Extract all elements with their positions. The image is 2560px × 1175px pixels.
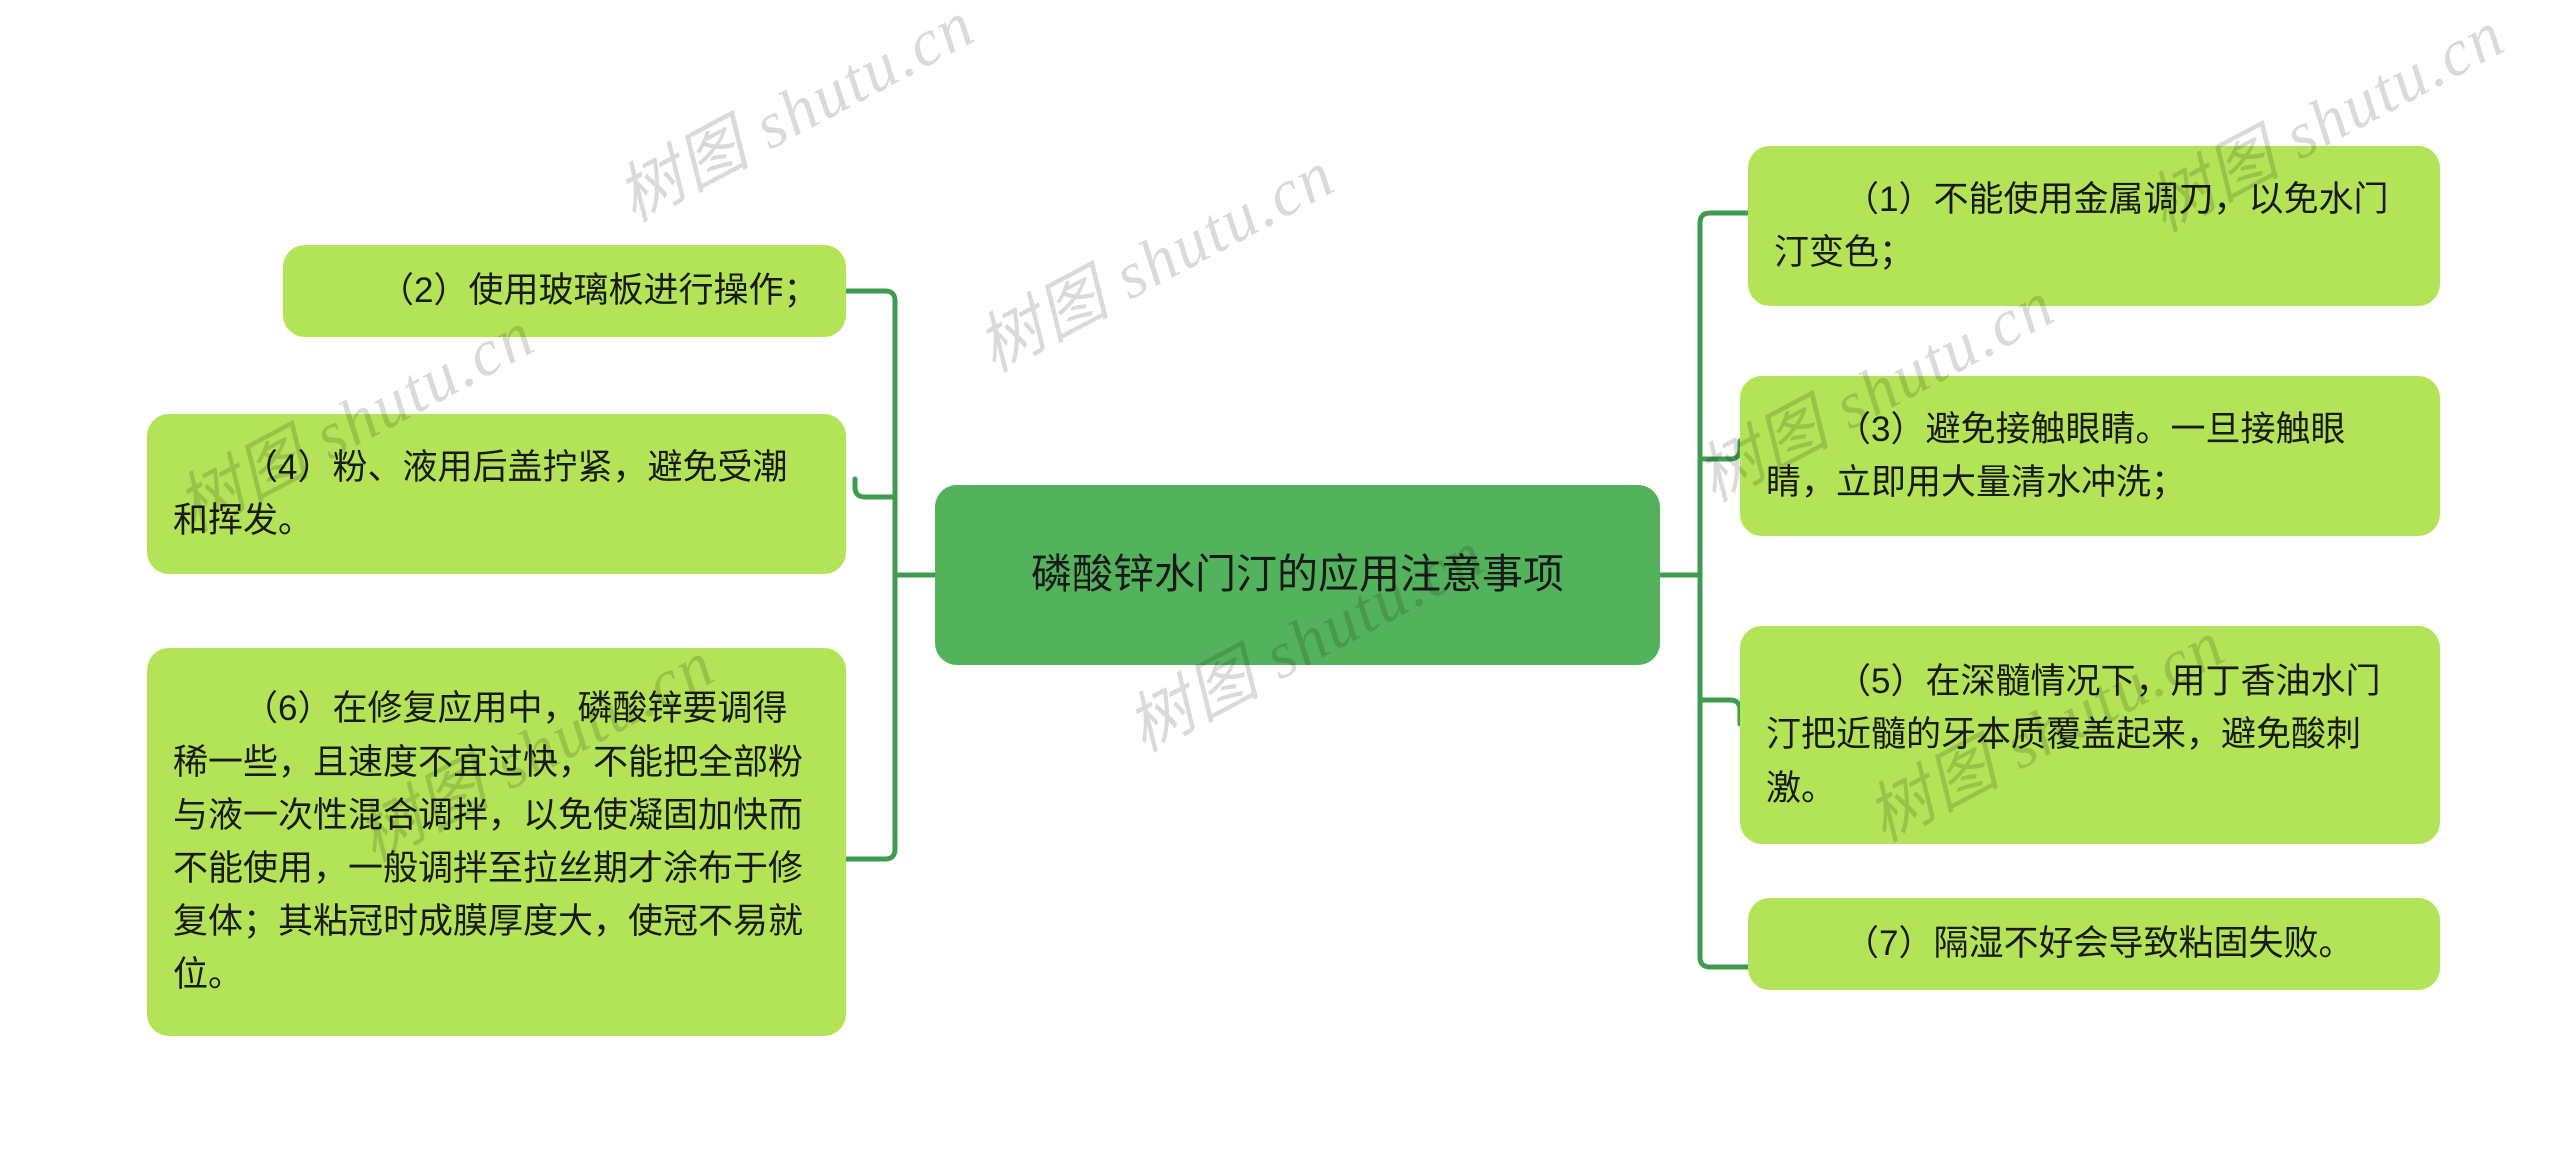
mindmap-node-label: （5）在深髓情况下，用丁香油水门汀把近髓的牙本质覆盖起来，避免酸刺激。 <box>1766 662 2381 808</box>
mindmap-node-right-4[interactable]: （7）隔湿不好会导致粘固失败。 <box>1748 898 2440 990</box>
mindmap-node-right-1[interactable]: （1）不能使用金属调刀，以免水门汀变色； <box>1748 146 2440 306</box>
mindmap-node-label: （3）避免接触眼睛。一旦接触眼睛，立即用大量清水冲洗； <box>1766 409 2346 502</box>
connector-left-branch-3 <box>842 836 898 862</box>
mindmap-node-right-2[interactable]: （3）避免接触眼睛。一旦接触眼睛，立即用大量清水冲洗； <box>1740 376 2440 536</box>
connector-right-branch-1 <box>1697 210 1751 236</box>
connector-right-branch-3 <box>1697 697 1743 727</box>
mindmap-node-left-3[interactable]: （6）在修复应用中，磷酸锌要调得稀一些，且速度不宜过快，不能把全部粉与液一次性混… <box>147 648 846 1036</box>
connector-left-branch-2 <box>852 476 898 500</box>
mindmap-root-label: 磷酸锌水门汀的应用注意事项 <box>1031 551 1564 598</box>
mindmap-node-label: （1）不能使用金属调刀，以免水门汀变色； <box>1774 179 2389 272</box>
connector-right-branch-4 <box>1697 944 1751 970</box>
mindmap-node-label: （7）隔湿不好会导致粘固失败。 <box>1844 924 2354 964</box>
connector-right-branch-2 <box>1697 438 1743 462</box>
mindmap-node-label: （4）粉、液用后盖拧紧，避免受潮和挥发。 <box>173 447 788 540</box>
mindmap-node-label: （6）在修复应用中，磷酸锌要调得稀一些，且速度不宜过快，不能把全部粉与液一次性混… <box>173 689 804 995</box>
mindmap-node-left-2[interactable]: （4）粉、液用后盖拧紧，避免受潮和挥发。 <box>147 414 846 574</box>
mindmap-node-label: （2）使用玻璃板进行操作； <box>379 271 819 311</box>
mindmap-node-right-3[interactable]: （5）在深髓情况下，用丁香油水门汀把近髓的牙本质覆盖起来，避免酸刺激。 <box>1740 626 2440 844</box>
mindmap-node-left-1[interactable]: （2）使用玻璃板进行操作； <box>283 245 846 337</box>
connector-left-branch-1 <box>842 288 898 314</box>
mindmap-root-node[interactable]: 磷酸锌水门汀的应用注意事项 <box>935 485 1660 665</box>
